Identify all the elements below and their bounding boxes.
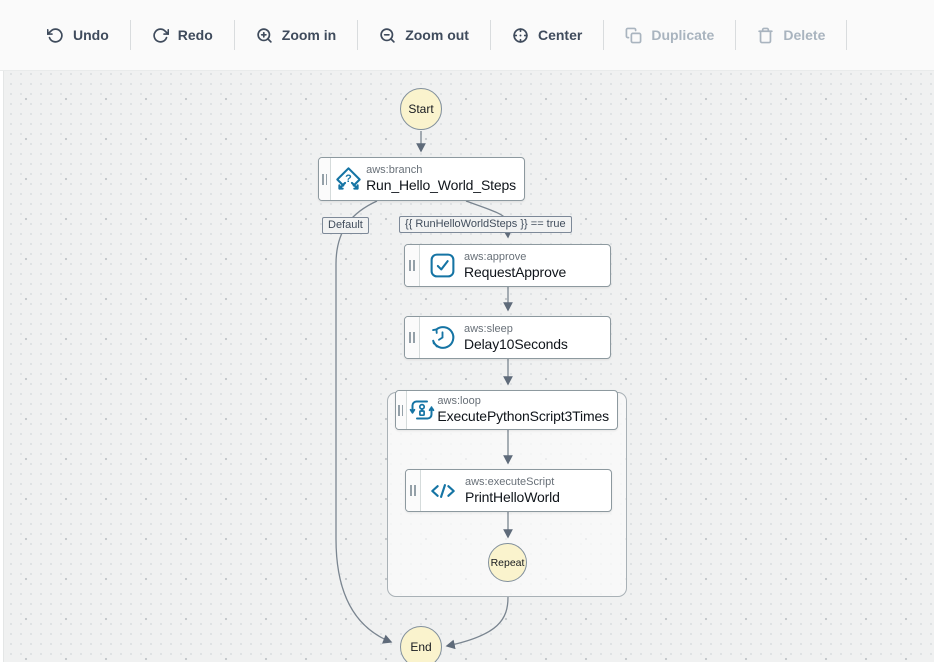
center-icon [512,27,529,44]
step-name: ExecutePythonScript3Times [437,408,609,424]
toolbar-divider [846,20,848,50]
edge-branch-default-to-end [335,200,393,644]
zoom-out-icon [379,27,396,44]
zoom-in-label: Zoom in [281,27,337,43]
branch-icon: ? [331,158,366,200]
flow-canvas[interactable]: Start ? aws:branch Run_Hello_World_Steps… [0,71,934,662]
toolbar-divider [489,20,491,50]
drag-handle[interactable] [405,245,420,286]
redo-button[interactable]: Redo [131,21,234,50]
redo-icon [152,27,169,44]
step-name: PrintHelloWorld [465,488,560,505]
drag-handle[interactable] [396,391,407,429]
center-button[interactable]: Center [491,21,603,50]
toolbar-divider [129,20,131,50]
toolbar-divider [603,20,605,50]
step-node-approve[interactable]: aws:approve RequestApprove [404,244,611,287]
duplicate-icon [625,27,642,44]
step-node-branch[interactable]: ? aws:branch Run_Hello_World_Steps [318,157,525,201]
undo-button[interactable]: Undo [26,21,130,50]
toolbar-divider [233,20,235,50]
loop-icon [407,391,438,429]
repeat-label: Repeat [490,556,525,569]
toolbar-divider [357,20,359,50]
start-node: Start [400,88,442,130]
step-type: aws:sleep [464,322,513,335]
drag-handle[interactable] [406,470,421,511]
zoom-out-button[interactable]: Zoom out [358,21,490,50]
step-node-loop[interactable]: aws:loop ExecutePythonScript3Times [395,390,618,430]
delete-button[interactable]: Delete [736,21,846,50]
toolbar: Undo Redo Zoom in Zoom out Center Duplic… [0,0,934,71]
delete-label: Delete [783,27,826,43]
step-type: aws:loop [437,395,481,407]
svg-text:?: ? [345,172,352,184]
canvas-left-gutter [0,71,4,662]
step-node-sleep[interactable]: aws:sleep Delay10Seconds [404,316,611,359]
trash-icon [757,27,774,44]
edge-label-default: Default [322,217,369,234]
zoom-out-label: Zoom out [405,27,469,43]
drag-handle[interactable] [319,158,332,200]
step-type: aws:branch [366,164,423,176]
step-name: RequestApprove [464,263,567,280]
edge-loop-to-end [445,596,509,650]
undo-icon [47,27,64,44]
drag-handle[interactable] [405,317,420,358]
step-name: Run_Hello_World_Steps [366,177,516,193]
redo-label: Redo [177,27,213,43]
undo-label: Undo [73,27,109,43]
step-type: aws:approve [464,250,527,263]
approve-icon [420,245,464,286]
center-label: Center [537,27,583,43]
edge-label-condition: {{ RunHelloWorldSteps }} == true [399,216,572,233]
end-label: End [410,640,432,654]
step-name: Delay10Seconds [464,335,568,352]
step-node-execute-script[interactable]: aws:executeScript PrintHelloWorld [405,469,612,512]
start-label: Start [408,102,434,116]
code-icon [421,470,465,511]
zoom-in-icon [256,27,273,44]
duplicate-label: Duplicate [651,27,715,43]
sleep-icon [420,317,464,358]
toolbar-divider [735,20,737,50]
repeat-node: Repeat [488,543,527,582]
zoom-in-button[interactable]: Zoom in [235,21,357,50]
step-type: aws:executeScript [465,475,555,488]
end-node: End [400,626,442,662]
duplicate-button[interactable]: Duplicate [604,21,735,50]
